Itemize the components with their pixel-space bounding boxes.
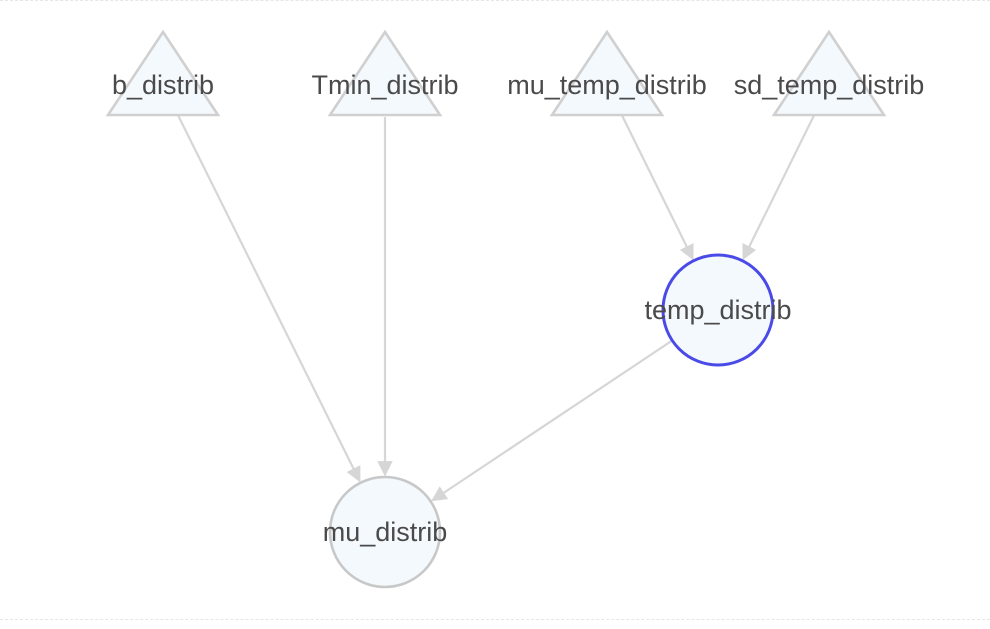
edge-temp-distrib-to-mu-distrib[interactable] [431, 337, 676, 502]
node-triangle-shape[interactable] [327, 29, 443, 117]
node-circle-shape[interactable] [661, 253, 775, 367]
node-label: temp_distrib [644, 295, 791, 325]
node-label: sd_temp_distrib [734, 70, 925, 100]
top-border [0, 0, 990, 1]
node-b-distrib[interactable]: b_distrib [105, 29, 221, 117]
node-mu-temp-distrib[interactable]: mu_temp_distrib [507, 29, 707, 117]
bottom-border [0, 619, 990, 620]
node-triangle-shape[interactable] [549, 29, 665, 117]
edge-sd-temp-distrib-to-temp-distrib[interactable] [742, 113, 816, 261]
edge-mu-temp-distrib-to-temp-distrib[interactable] [620, 113, 694, 261]
node-temp-distrib[interactable]: temp_distrib [644, 253, 792, 367]
node-label: b_distrib [112, 70, 214, 100]
edge-b-distrib-to-mu-distrib[interactable] [176, 113, 361, 483]
node-mu-distrib[interactable]: mu_distrib [323, 475, 448, 589]
node-tmin-distrib[interactable]: Tmin_distrib [311, 29, 459, 117]
node-label: mu_distrib [323, 517, 448, 547]
node-sd-temp-distrib[interactable]: sd_temp_distrib [734, 29, 925, 117]
node-triangle-shape[interactable] [771, 29, 887, 117]
nodes-layer: b_distrib Tmin_distrib mu_temp_distrib sd_t… [105, 29, 925, 589]
node-circle-shape[interactable] [328, 475, 442, 589]
node-label: mu_temp_distrib [507, 70, 707, 100]
node-triangle-shape[interactable] [105, 29, 221, 117]
node-label: Tmin_distrib [311, 70, 458, 100]
edges-layer [176, 113, 816, 502]
